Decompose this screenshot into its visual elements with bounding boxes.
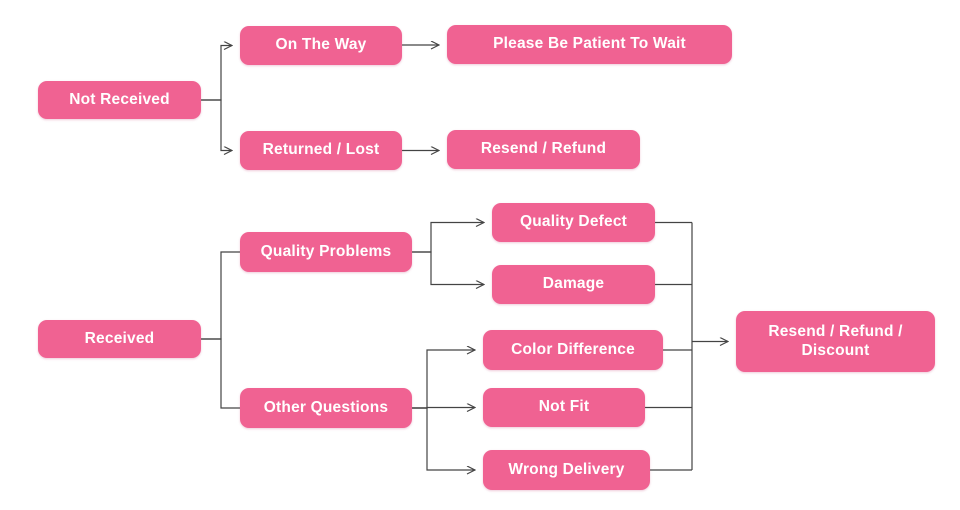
node-label: Received: [84, 329, 155, 347]
edge-not-received-returned-lost: [201, 99, 232, 151]
node-label: Color Difference: [511, 340, 635, 358]
node-label: Damage: [542, 275, 605, 293]
node-resend-refund[interactable]: Resend / Refund: [447, 130, 640, 169]
node-label: Other Questions: [263, 398, 389, 416]
node-resend-refund-discount[interactable]: Resend / Refund / Discount: [736, 311, 935, 372]
node-on-the-way[interactable]: On The Way: [240, 26, 402, 65]
node-not-fit[interactable]: Not Fit: [483, 388, 645, 427]
edge-other-questions-not-fit: [412, 408, 475, 409]
node-label: Not Fit: [538, 398, 590, 416]
node-received[interactable]: Received: [38, 320, 201, 358]
node-label: Not Received: [69, 90, 170, 108]
node-label: Wrong Delivery: [508, 460, 625, 478]
node-label: Quality Problems: [260, 242, 392, 260]
edge-other-questions-wrong-delivery: [412, 407, 475, 470]
edge-quality-problems-quality-defect: [412, 223, 484, 253]
node-quality-problems[interactable]: Quality Problems: [240, 232, 412, 272]
node-other-questions[interactable]: Other Questions: [240, 388, 412, 428]
edge-other-questions-color-difference: [412, 350, 475, 409]
node-label: Please Be Patient To Wait: [493, 35, 686, 53]
node-label: Resend / Refund / Discount: [768, 323, 903, 359]
edge-not-received-on-the-way: [201, 46, 232, 101]
node-damage[interactable]: Damage: [492, 265, 655, 304]
node-label: On The Way: [275, 36, 367, 54]
edge-received-quality-problems: [201, 251, 240, 340]
node-wrong-delivery[interactable]: Wrong Delivery: [483, 450, 650, 490]
node-label: Returned / Lost: [262, 141, 380, 159]
node-returned-lost[interactable]: Returned / Lost: [240, 131, 402, 170]
node-not-received[interactable]: Not Received: [38, 81, 201, 119]
edge-quality-problems-damage: [412, 251, 484, 285]
node-label: Resend / Refund: [480, 140, 607, 158]
node-quality-defect[interactable]: Quality Defect: [492, 203, 655, 242]
node-label: Quality Defect: [519, 213, 628, 231]
edge-received-other-questions: [201, 338, 240, 409]
node-please-be-patient-to-wait[interactable]: Please Be Patient To Wait: [447, 25, 732, 64]
node-color-difference[interactable]: Color Difference: [483, 330, 663, 370]
